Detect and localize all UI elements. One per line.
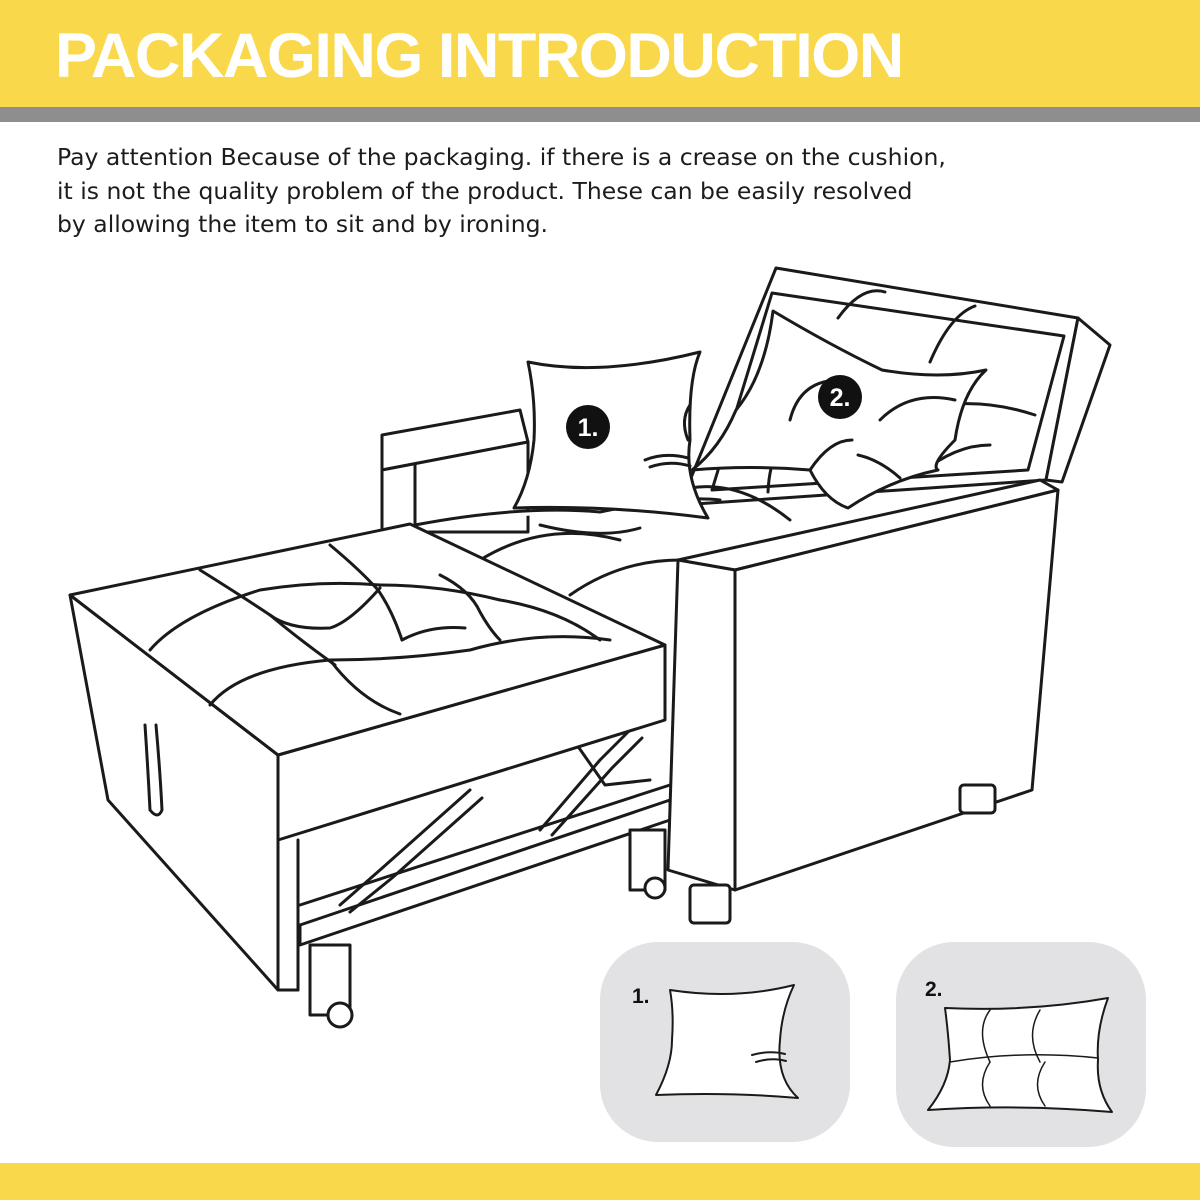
pull-out-ottoman [68,522,672,1029]
intro-line: by allowing the item to sit and by ironi… [57,210,549,238]
left-armrest [380,408,530,534]
pillow-one [512,350,710,520]
marker-badge-one: 1. [566,405,610,449]
intro-line: Pay attention Because of the packaging. … [57,143,946,171]
marker-one-label: 1. [578,414,599,442]
callout-two-label: 2. [925,978,943,1001]
intro-line: it is not the quality problem of the pro… [57,176,913,205]
right-armrest [666,478,1060,925]
intro-paragraph: Pay attention Because of the packaging. … [57,141,1157,242]
callout-tile-two [896,942,1146,1147]
header-banner: PACKAGING INTRODUCTION [0,0,1200,107]
footer-bar [0,1163,1200,1200]
callout-one-label: 1. [632,985,650,1008]
marker-two-label: 2. [830,384,851,412]
page-title: PACKAGING INTRODUCTION [55,21,904,91]
callout-tile-one [600,942,850,1142]
marker-badge-two: 2. [818,375,862,419]
header-divider [0,107,1200,122]
